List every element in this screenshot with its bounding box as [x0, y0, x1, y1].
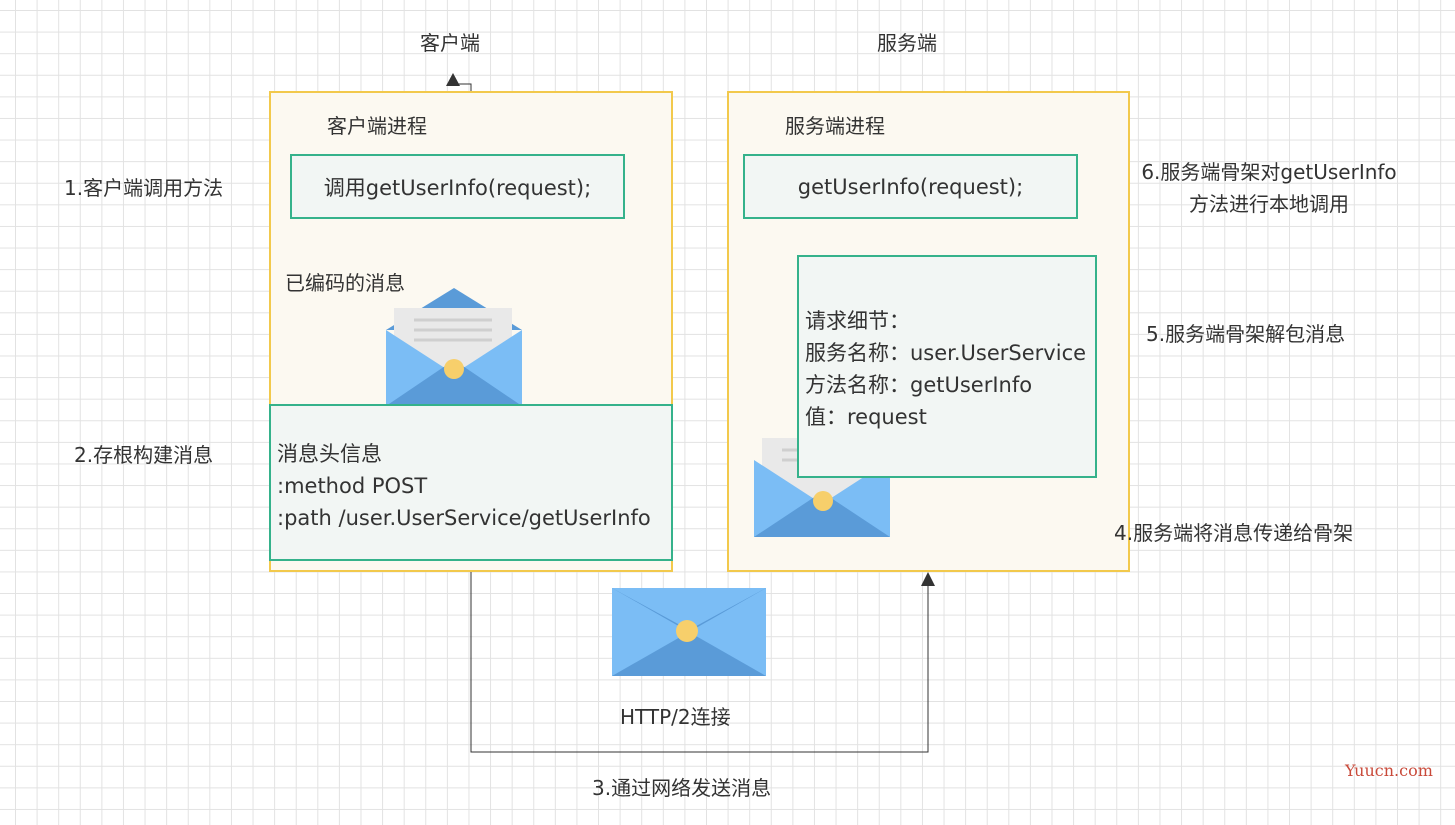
header-line-method: :method POST	[277, 474, 428, 498]
step-2-label: 2.存根构建消息	[74, 443, 214, 467]
http2-connection-label: HTTP/2连接	[620, 705, 731, 729]
step-6-line-2: 方法进行本地调用	[1189, 192, 1349, 216]
client-call-text: 调用getUserInfo(request);	[323, 175, 592, 200]
envelope-icon	[386, 288, 522, 406]
header-line-path: :path /user.UserService/getUserInfo	[277, 506, 651, 530]
step-3-label: 3.通过网络发送消息	[592, 776, 772, 800]
request-detail-box: 请求细节： 服务名称：user.UserService 方法名称：getUser…	[797, 255, 1097, 478]
client-top-connector	[453, 83, 472, 91]
step-6-line-1: 6.服务端骨架对getUserInfo	[1141, 160, 1397, 184]
detail-line-title: 请求细节：	[805, 309, 910, 333]
client-call-box: 调用getUserInfo(request);	[290, 154, 625, 219]
arrow-head-icon	[921, 572, 935, 586]
network-path-line	[470, 571, 929, 753]
server-process-title: 服务端进程	[785, 114, 885, 138]
detail-line-service: 服务名称：user.UserService	[805, 341, 1087, 365]
arrow-head-icon	[446, 73, 460, 86]
step-1-label: 1.客户端调用方法	[64, 176, 224, 200]
message-header-box: 消息头信息 :method POST :path /user.UserServi…	[269, 404, 673, 561]
header-line-title: 消息头信息	[277, 442, 382, 466]
encoded-message-label: 已编码的消息	[285, 271, 405, 295]
server-call-text: getUserInfo(request);	[797, 174, 1024, 199]
envelope-icon	[612, 588, 766, 676]
step-5-label: 5.服务端骨架解包消息	[1146, 322, 1346, 346]
client-process-title: 客户端进程	[327, 114, 427, 138]
server-call-box: getUserInfo(request);	[743, 154, 1078, 219]
step-4-label: 4.服务端将消息传递给骨架	[1114, 521, 1354, 545]
detail-line-method: 方法名称：getUserInfo	[805, 373, 1033, 397]
client-header: 客户端	[420, 31, 480, 55]
detail-line-value: 值：request	[805, 405, 927, 429]
step-6-label: 6.服务端骨架对getUserInfo 方法进行本地调用	[1129, 159, 1409, 217]
server-header: 服务端	[877, 31, 937, 55]
watermark: Yuucn.com	[1345, 761, 1433, 780]
